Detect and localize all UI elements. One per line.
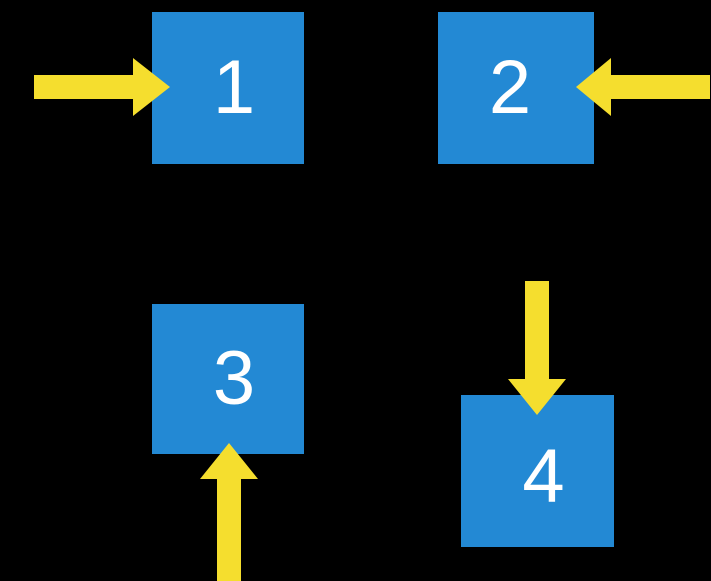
node-4-label: 4 [522,434,565,519]
node-1[interactable]: 1 [152,12,304,164]
node-3-label: 3 [212,336,256,421]
node-3[interactable]: 3 [152,304,304,454]
arrow-right-icon [34,58,170,116]
arrow-up-icon [200,443,258,581]
node-4[interactable]: 4 [461,395,614,547]
node-1-label: 1 [212,45,256,130]
node-2[interactable]: 2 [438,12,594,164]
arrow-left-icon [576,58,710,116]
node-2-label: 2 [488,45,532,130]
